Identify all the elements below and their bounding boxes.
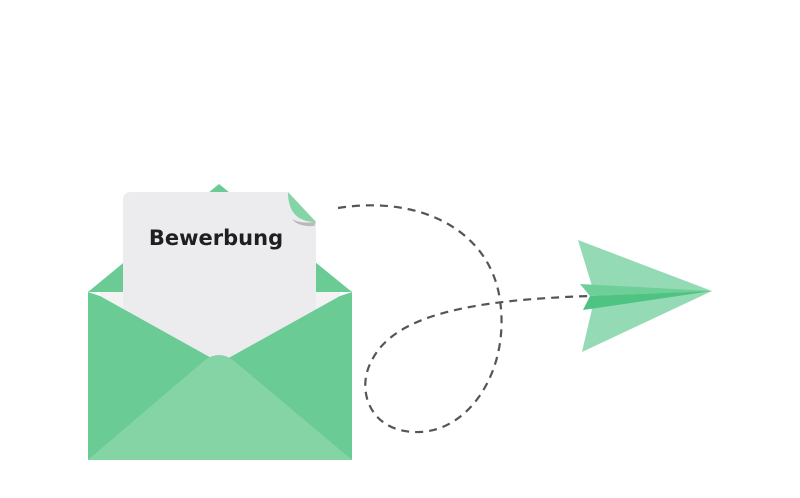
paper-plane-icon xyxy=(578,240,712,352)
letter-folded-corner xyxy=(288,192,316,222)
letter-paper xyxy=(123,192,316,370)
letter-title: Bewerbung xyxy=(149,226,283,250)
envelope-front-flap xyxy=(88,355,352,460)
envelope: Bewerbung xyxy=(88,184,352,460)
envelope-left-side xyxy=(88,292,215,460)
envelope-right-side xyxy=(225,292,352,460)
dashed-flight-path xyxy=(337,204,591,434)
letter: Bewerbung xyxy=(123,192,316,370)
letter-corner-shadow xyxy=(292,219,316,227)
